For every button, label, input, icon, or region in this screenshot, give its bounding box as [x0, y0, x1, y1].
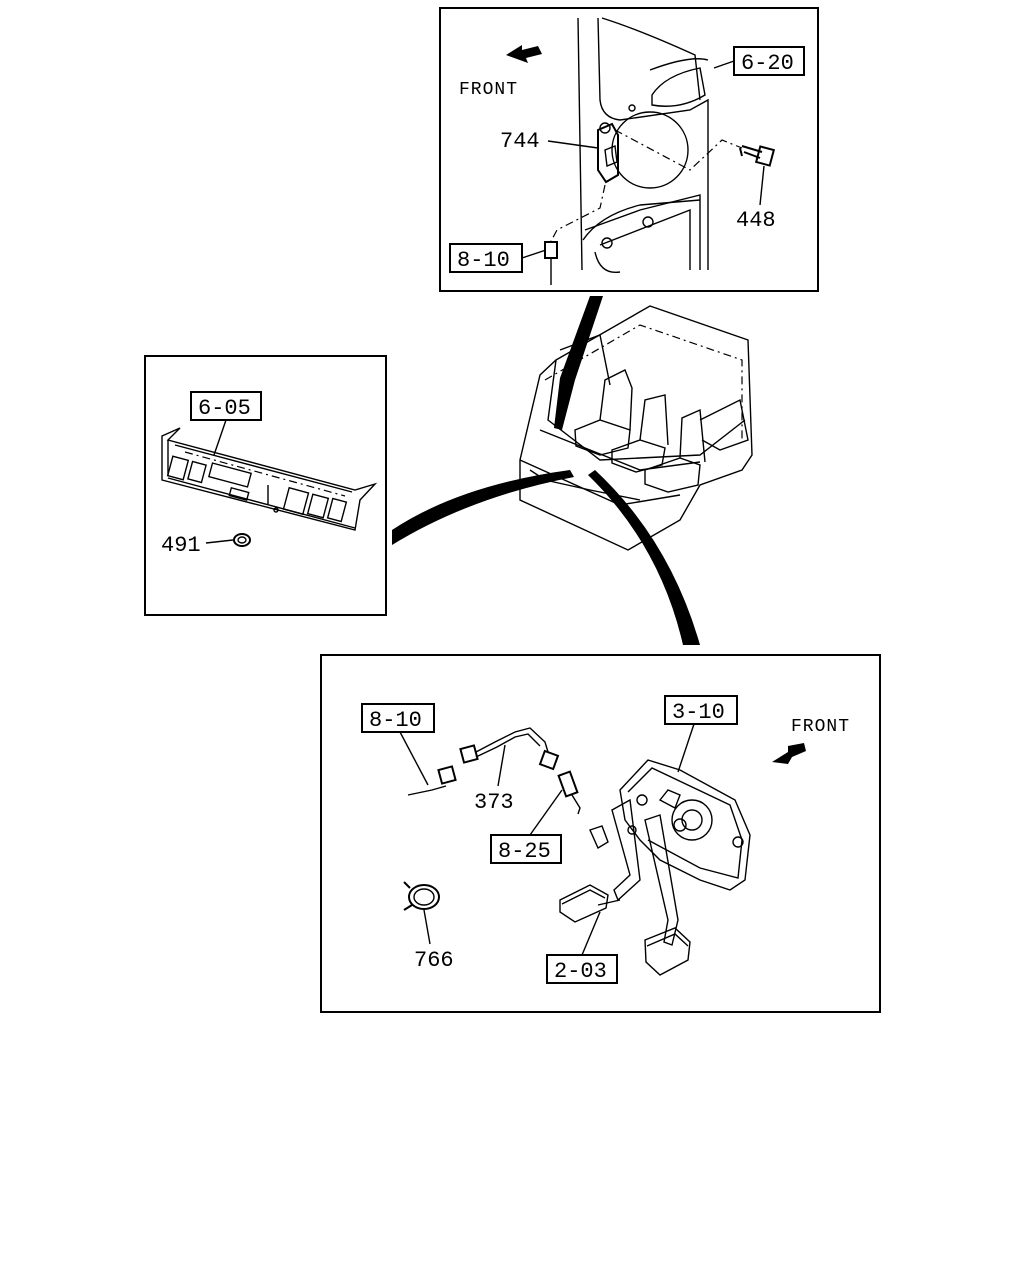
left-detail-panel: 6-05 491 [144, 355, 387, 616]
ref-box-3-10 [664, 695, 738, 725]
part-number-448: 448 [736, 208, 776, 233]
front-direction-label: FRONT [459, 80, 518, 100]
top-detail-panel: FRONT 6-20 8-10 744 448 [439, 7, 819, 292]
ref-label-6-05: 6-05 [198, 396, 251, 421]
ref-box-8-25 [490, 834, 562, 864]
ref-box-8-10-bottom [361, 703, 435, 733]
callout-leaders [392, 296, 700, 645]
ref-label-3-10: 3-10 [672, 700, 725, 725]
front-direction-label-bottom: FRONT [791, 717, 850, 737]
part-number-491: 491 [161, 533, 201, 558]
part-number-744: 744 [500, 129, 540, 154]
part-number-766: 766 [414, 948, 454, 973]
ref-label-6-20: 6-20 [741, 51, 794, 76]
part-number-373: 373 [474, 790, 514, 815]
bottom-detail-panel: FRONT 8-10 3-10 8-25 2-03 373 766 [320, 654, 881, 1013]
ref-label-2-03: 2-03 [554, 959, 607, 984]
ref-box-6-20 [733, 46, 805, 76]
ref-label-8-25: 8-25 [498, 839, 551, 864]
ref-label-8-10-top: 8-10 [457, 248, 510, 273]
ref-label-8-10-bottom: 8-10 [369, 708, 422, 733]
